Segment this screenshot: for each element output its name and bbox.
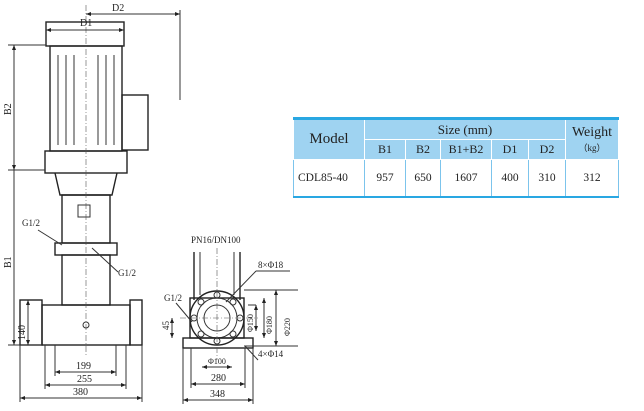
- col-b1b2: B1+B2: [440, 139, 492, 160]
- col-b2: B2: [405, 139, 441, 160]
- d1-label: D1: [80, 18, 92, 29]
- phi150-label: Φ150: [246, 314, 255, 332]
- d2-label: D2: [112, 3, 124, 14]
- table-row: CDL85-40 957 650 1607 400 310 312: [293, 159, 619, 198]
- b1-label: B1: [3, 256, 14, 268]
- cell-weight: 312: [565, 159, 619, 198]
- phi100-label: Φ100: [208, 357, 226, 366]
- phi180-label: Φ180: [265, 316, 274, 334]
- b2-label: B2: [3, 103, 14, 115]
- weight-unit: （kg）: [578, 143, 606, 153]
- pn-label: PN16/DN100: [191, 235, 241, 245]
- dimension-table: Model Size (mm) Weight （kg） B1 B2 B1+B2 …: [293, 117, 619, 198]
- w255-label: 255: [77, 374, 92, 385]
- phi220-label: Φ220: [283, 318, 292, 336]
- col-d2: D2: [528, 139, 566, 160]
- cell-model: CDL85-40: [293, 159, 365, 198]
- side-view: PN16/DN100 8×Φ18 G1/2 45 Φ150 Φ180 Φ220 …: [161, 235, 298, 404]
- cell-b1: 957: [364, 159, 406, 198]
- size-header: Size (mm): [364, 117, 566, 140]
- front-view: D1 D2 B2 B1 140 G1/2 G1/2 199 255 380: [3, 3, 181, 402]
- weight-label: Weight: [571, 125, 613, 140]
- base-holes-label: 4×Φ14: [258, 349, 284, 359]
- w380-label: 380: [73, 387, 88, 398]
- col-b1: B1: [364, 139, 406, 160]
- cell-b1b2: 1607: [440, 159, 492, 198]
- g-side-label: G1/2: [164, 293, 182, 303]
- model-header: Model: [293, 117, 365, 160]
- cell-b2: 650: [405, 159, 441, 198]
- h45-label: 45: [161, 321, 171, 331]
- terminal-box: [121, 94, 149, 151]
- weight-header: Weight （kg）: [565, 117, 619, 160]
- g-upper-label: G1/2: [22, 218, 40, 228]
- side-base: [182, 337, 254, 349]
- w280-label: 280: [211, 373, 226, 384]
- w348-label: 348: [210, 389, 225, 400]
- g-lower-label: G1/2: [118, 268, 136, 278]
- cell-d2: 310: [528, 159, 566, 198]
- w199-label: 199: [76, 361, 91, 372]
- h140-label: 140: [17, 325, 28, 340]
- outlet-flange: [129, 299, 143, 346]
- cell-d1: 400: [491, 159, 529, 198]
- col-d1: D1: [491, 139, 529, 160]
- bolt-holes-label: 8×Φ18: [258, 260, 284, 270]
